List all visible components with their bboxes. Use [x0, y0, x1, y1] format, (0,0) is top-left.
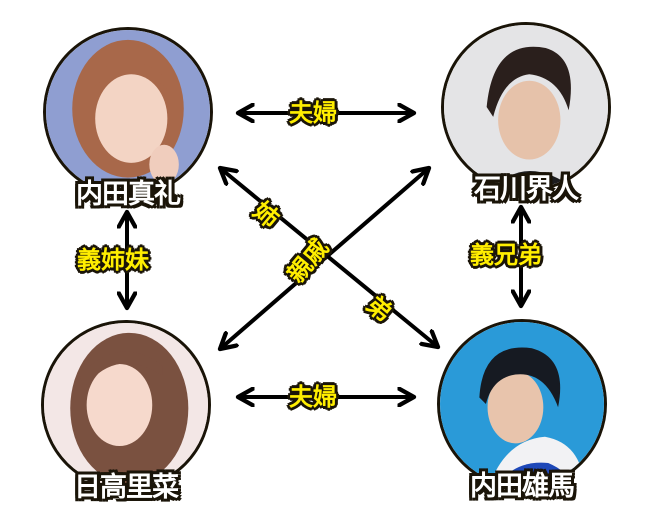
person-top-right: 石川界人: [441, 22, 611, 222]
portrait-icon: [44, 323, 208, 487]
portrait-icon: [444, 25, 608, 189]
label-bottom-couple: 夫婦: [289, 383, 337, 411]
portrait-icon: [46, 30, 210, 194]
label-top-couple: 夫婦: [289, 99, 337, 127]
avatar-top-right: [441, 22, 611, 192]
person-bottom-right: 内田雄馬: [437, 319, 607, 519]
label-left-inlaw: 義姉妹: [77, 246, 149, 274]
label-right-inlaw: 義兄弟: [470, 241, 542, 269]
avatar-top-left: [43, 27, 213, 197]
person-top-left: 内田真礼: [43, 27, 213, 227]
portrait-icon: [440, 322, 604, 486]
avatar-bottom-right: [437, 319, 607, 489]
arrow-relatives: [220, 168, 429, 349]
person-name-bottom-right: 内田雄馬: [470, 471, 575, 502]
person-name-top-left: 内田真礼: [76, 179, 181, 210]
avatar-bottom-left: [41, 320, 211, 490]
person-name-bottom-left: 日高里菜: [74, 472, 179, 503]
person-name-top-right: 石川界人: [474, 174, 579, 205]
person-bottom-left: 日高里菜: [41, 320, 211, 520]
